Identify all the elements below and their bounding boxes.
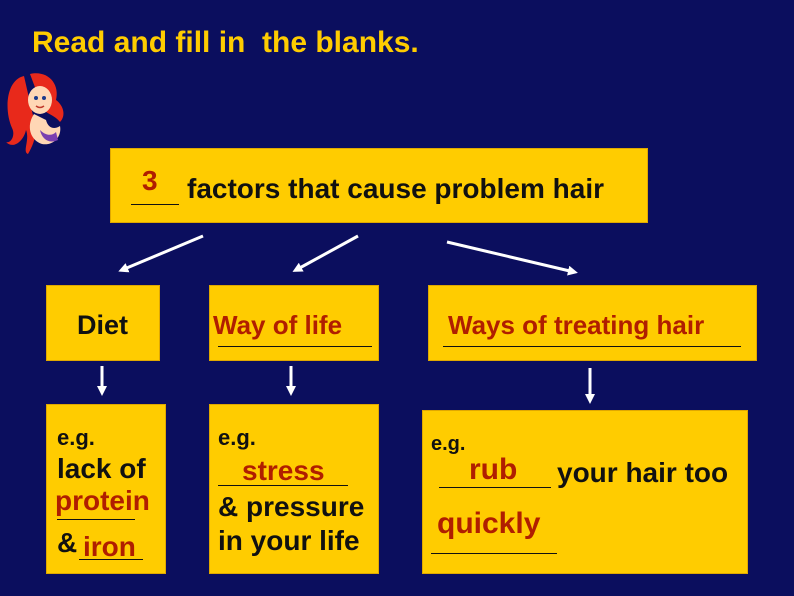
treating-hair-blank: [443, 346, 741, 347]
detail-treating-hair-eg: e.g.: [431, 433, 466, 455]
category-treating-hair: Ways of treating hair: [428, 285, 757, 361]
category-diet-label: Diet: [77, 310, 129, 340]
detail-way-of-life: e.g. stress & pressure in your life: [209, 404, 379, 574]
category-diet: Diet: [46, 285, 160, 361]
way-of-life-answer: Way of life: [213, 310, 343, 340]
category-way-of-life: Way of life: [209, 285, 379, 361]
protein-blank: [57, 519, 135, 520]
stress-answer: stress: [242, 455, 325, 486]
top-box: 3 factors that cause problem hair: [110, 148, 648, 223]
quickly-blank: [431, 553, 557, 554]
mermaid-icon: [6, 73, 64, 154]
iron-blank: [79, 559, 143, 560]
stress-blank: [218, 485, 348, 486]
quickly-answer: quickly: [437, 507, 541, 540]
detail-diet-ampersand: &: [57, 527, 78, 558]
slide-title: Read and fill in the blanks.: [32, 26, 419, 59]
arrow-to-way-of-life: [292, 234, 359, 272]
way-of-life-blank: [218, 346, 372, 347]
top-box-text: factors that cause problem hair: [187, 173, 605, 204]
detail-diet-line1: lack of: [57, 453, 146, 484]
iron-answer: iron: [83, 531, 136, 562]
detail-treating-hair-suffix: your hair too: [557, 457, 729, 488]
protein-answer: protein: [55, 485, 150, 516]
detail-diet-eg: e.g.: [57, 425, 95, 450]
count-answer: 3: [142, 165, 158, 196]
treating-hair-answer: Ways of treating hair: [448, 310, 705, 340]
arrow-to-diet: [118, 234, 204, 273]
detail-way-of-life-line3: in your life: [218, 525, 360, 556]
detail-way-of-life-eg: e.g.: [218, 425, 256, 450]
count-blank: [131, 204, 179, 205]
rub-blank: [439, 487, 551, 488]
arrow-to-treating: [446, 240, 578, 276]
rub-answer: rub: [469, 453, 518, 486]
detail-diet: e.g. lack of protein & iron: [46, 404, 166, 574]
detail-treating-hair: e.g. rub your hair too quickly: [422, 410, 748, 574]
detail-way-of-life-line2: & pressure: [218, 491, 365, 522]
